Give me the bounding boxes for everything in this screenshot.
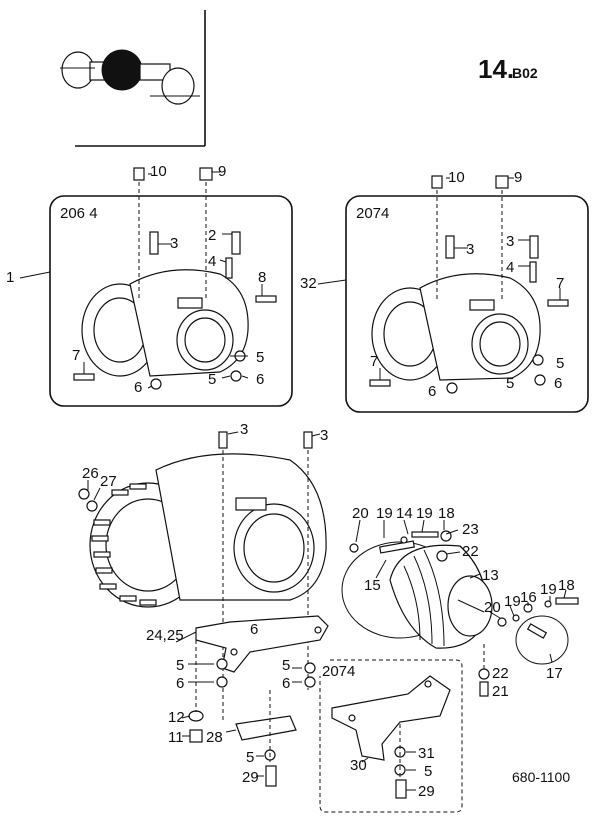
callout-10: 10 xyxy=(150,163,167,180)
callout-6: 6 xyxy=(176,675,184,692)
callout-13: 13 xyxy=(482,567,499,584)
callout-24-25: 24,25 xyxy=(146,627,184,644)
callout-3: 3 xyxy=(240,421,248,438)
callout-3: 3 xyxy=(320,427,328,444)
callout-5: 5 xyxy=(282,657,290,674)
callout-5: 5 xyxy=(424,763,432,780)
page-suffix: B02 xyxy=(512,65,538,81)
callout-15: 15 xyxy=(364,577,381,594)
callout-19: 19 xyxy=(416,505,433,522)
callout-12: 12 xyxy=(168,709,185,726)
drawing-number: 680-1100 xyxy=(512,769,570,785)
callout-7: 7 xyxy=(370,353,378,370)
callout-26: 26 xyxy=(82,465,99,482)
callout-18: 18 xyxy=(558,577,575,594)
right-housing-group: 2074 xyxy=(317,175,589,413)
callout-21: 21 xyxy=(492,683,509,700)
callout-27: 27 xyxy=(100,473,117,490)
callout-7: 7 xyxy=(72,347,80,364)
callout-6: 6 xyxy=(256,371,264,388)
callout-6: 6 xyxy=(428,383,436,400)
callout-19: 19 xyxy=(540,581,557,598)
callout-6: 6 xyxy=(134,379,142,396)
bottom-group-code: 2074 xyxy=(322,663,355,680)
callout-5: 5 xyxy=(176,657,184,674)
callout-5: 5 xyxy=(246,749,254,766)
callout-32: 32 xyxy=(300,275,317,292)
callout-2: 2 xyxy=(208,227,216,244)
callout-20: 20 xyxy=(484,599,501,616)
callout-8: 8 xyxy=(258,269,266,286)
locator-thumbnail xyxy=(60,10,206,147)
main-housing-assembly xyxy=(78,431,327,720)
boot-assembly xyxy=(341,519,579,665)
callout-9: 9 xyxy=(218,163,226,180)
left-housing-group: 206 4 xyxy=(19,167,293,407)
callout-4: 4 xyxy=(208,253,216,270)
callout-23: 23 xyxy=(462,521,479,538)
callout-1: 1 xyxy=(6,269,14,286)
callout-6: 6 xyxy=(554,375,562,392)
bottom-variant-group: 2074 xyxy=(319,644,490,813)
callout-19: 19 xyxy=(504,593,521,610)
callout-29: 29 xyxy=(418,783,435,800)
callout-5: 5 xyxy=(556,355,564,372)
left-group-code: 206 4 xyxy=(60,205,98,222)
callout-5: 5 xyxy=(208,371,216,388)
callout-16: 16 xyxy=(520,589,537,606)
callout-14: 14 xyxy=(396,505,413,522)
callout-22: 22 xyxy=(492,665,509,682)
bracket-assembly xyxy=(175,615,329,787)
callout-5: 5 xyxy=(506,375,514,392)
callout-28: 28 xyxy=(206,729,223,746)
callout-7: 7 xyxy=(556,275,564,292)
callout-30: 30 xyxy=(350,757,367,774)
callout-10: 10 xyxy=(448,169,465,186)
callout-19: 19 xyxy=(376,505,393,522)
callout-18: 18 xyxy=(438,505,455,522)
callout-29: 29 xyxy=(242,769,259,786)
callout-9: 9 xyxy=(514,169,522,186)
callout-22: 22 xyxy=(462,543,479,560)
right-group-code: 2074 xyxy=(356,205,389,222)
callout-31: 31 xyxy=(418,745,435,762)
page-number: 14. xyxy=(478,54,514,84)
left-group-box xyxy=(49,195,293,407)
callout-20: 20 xyxy=(352,505,369,522)
callout-4: 4 xyxy=(506,259,514,276)
right-group-box xyxy=(345,195,589,413)
callout-6: 6 xyxy=(282,675,290,692)
callout-3: 3 xyxy=(466,241,474,258)
callout-5: 5 xyxy=(256,349,264,366)
callout-3: 3 xyxy=(506,233,514,250)
callout-6: 6 xyxy=(250,621,258,638)
flange-studs xyxy=(91,483,157,606)
callout-11: 11 xyxy=(168,729,184,746)
callout-3: 3 xyxy=(170,235,178,252)
callout-17: 17 xyxy=(546,665,563,682)
